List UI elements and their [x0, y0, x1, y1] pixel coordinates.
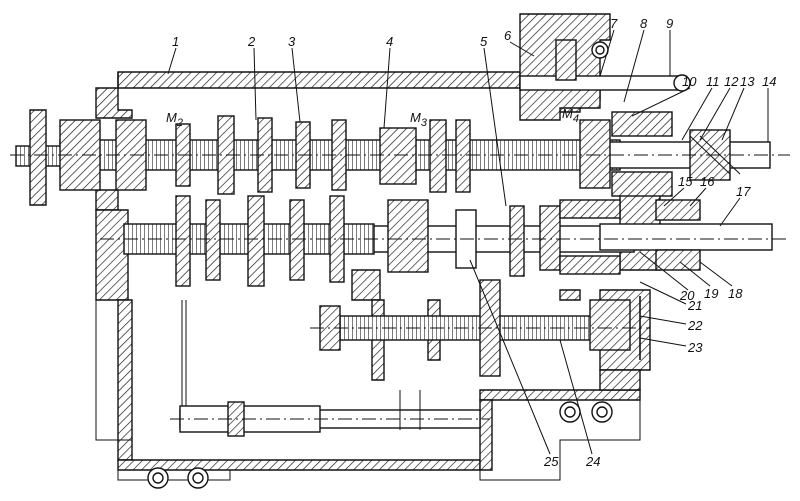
part-label-9: 9	[666, 16, 673, 31]
coupling-label-m2: M2	[166, 110, 183, 129]
part-label-12: 12	[724, 74, 739, 89]
part-label-25: 25	[543, 454, 559, 469]
part-label-16: 16	[700, 174, 715, 189]
part-label-13: 13	[740, 74, 755, 89]
part-label-23: 23	[687, 340, 703, 355]
part-label-7: 7	[610, 16, 618, 31]
leader-lines	[167, 29, 769, 455]
part-label-19: 19	[704, 286, 718, 301]
part-label-24: 24	[585, 454, 600, 469]
upper-shaft-assembly	[15, 109, 771, 206]
coupling-label-m4: M4	[562, 106, 579, 125]
part-label-4: 4	[386, 34, 393, 49]
part-label-21: 21	[687, 298, 702, 313]
part-label-20: 20	[679, 288, 695, 303]
coupling-label-m3: M3	[410, 110, 428, 129]
part-label-15: 15	[678, 174, 693, 189]
part-label-17: 17	[736, 184, 751, 199]
part-label-8: 8	[640, 16, 648, 31]
part-number-labels: 1 2 3 4 5 6 7 8 9 10 11 12 13 14 15 16 1…	[172, 16, 776, 469]
shift-lever	[519, 39, 691, 92]
part-label-2: 2	[247, 34, 256, 49]
part-label-3: 3	[288, 34, 296, 49]
part-label-18: 18	[728, 286, 743, 301]
middle-shaft-assembly	[123, 195, 773, 287]
part-label-22: 22	[687, 318, 703, 333]
part-label-11: 11	[706, 74, 720, 89]
part-label-10: 10	[682, 74, 697, 89]
part-label-1: 1	[172, 34, 179, 49]
centerlines	[10, 154, 790, 420]
part-label-14: 14	[762, 74, 776, 89]
part-label-5: 5	[480, 34, 488, 49]
part-label-6: 6	[504, 28, 512, 43]
coupling-labels: M2 M3 M4	[166, 106, 579, 129]
